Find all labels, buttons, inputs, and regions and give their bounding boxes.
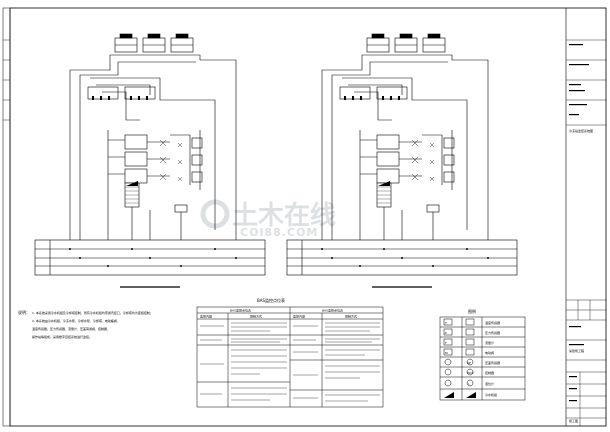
monitoring-point-table: BAS监控点位表 BAS监控点位表 BAS监控点位表 监控内容 控制方式 监控内… bbox=[196, 297, 384, 408]
title-block-stage: 施工图 bbox=[569, 418, 578, 423]
watermark: 土木在线 COI88.COM bbox=[200, 199, 336, 239]
legend-sym-7: L bbox=[468, 382, 470, 386]
watermark-url: COI88.COM bbox=[240, 226, 318, 239]
legend-label-4: 电动阀 bbox=[485, 350, 494, 355]
table-right-header: BAS监控点位表 bbox=[322, 308, 343, 313]
table-col-method-right: 控制方式 bbox=[345, 314, 357, 319]
title-block-drawing-name: 冷冻站监控系统图 bbox=[569, 128, 593, 133]
legend-label-7: 液位计 bbox=[485, 381, 494, 386]
chiller-plant-diagram-left bbox=[34, 33, 266, 288]
table-left-header: BAS监控点位表 bbox=[230, 308, 251, 313]
notes-block: 说明： 1. 本系统采用冷水机组及冷却塔控制，所有冷水机组均带通讯接口，冷却塔均… bbox=[18, 309, 153, 339]
legend-block: 图例 T P F M ΔP DDC L 温度传感器 压力传感器 流量计 电动阀 … bbox=[439, 308, 526, 401]
left-margin-ticks bbox=[3, 39, 10, 121]
table-col-point-right: 监控内容 bbox=[293, 314, 305, 319]
title-block-project: 某建筑工程 bbox=[569, 348, 584, 353]
table-col-point-left: 监控内容 bbox=[200, 314, 212, 319]
legend-title: 图例 bbox=[468, 308, 476, 314]
legend-sym-1: T bbox=[444, 321, 447, 325]
legend-label-5: 压差传感器 bbox=[485, 360, 500, 365]
chiller-plant-diagram-right bbox=[286, 33, 518, 288]
title-block: 冷冻站监控系统图 某建筑工程 施工图 bbox=[565, 8, 606, 426]
note-line-4: 操作站等组成，采用楼宇自控系统进行监控。 bbox=[32, 334, 92, 339]
table-title: BAS监控点位表 bbox=[257, 297, 285, 303]
legend-sym-4: M bbox=[445, 351, 448, 355]
legend-label-1: 温度传感器 bbox=[485, 320, 500, 325]
legend-label-2: 压力传感器 bbox=[485, 330, 500, 335]
left-margin-strip bbox=[2, 7, 11, 427]
legend-label-6: 控制器 bbox=[485, 370, 494, 375]
legend-sym-6: DDC bbox=[467, 371, 474, 375]
legend-label-3: 流量计 bbox=[485, 340, 494, 345]
legend-sym-3: F bbox=[445, 341, 447, 345]
notes-heading: 说明： bbox=[18, 309, 30, 315]
legend-sym-2: P bbox=[445, 331, 447, 335]
note-line-3: 温度传感器、压力传感器、流量计、压差旁通阀、控制器、 bbox=[32, 326, 110, 331]
cooling-towers bbox=[114, 33, 194, 53]
legend-sym-5: ΔP bbox=[467, 361, 471, 365]
note-line-2: 2. 本系统由冷水机组、冷冻水泵、冷却水泵、冷却塔、电动蝶阀、 bbox=[32, 318, 120, 323]
watermark-brand: 土木在线 bbox=[232, 201, 336, 231]
note-line-1: 1. 本系统采用冷水机组及冷却塔控制，所有冷水机组均带通讯接口，冷却塔均为变频控… bbox=[32, 310, 153, 315]
distributor bbox=[87, 86, 119, 100]
legend-label-8: 冷水机组 bbox=[485, 392, 497, 397]
chiller-units bbox=[107, 130, 203, 190]
table-col-method-left: 控制方式 bbox=[250, 314, 262, 319]
